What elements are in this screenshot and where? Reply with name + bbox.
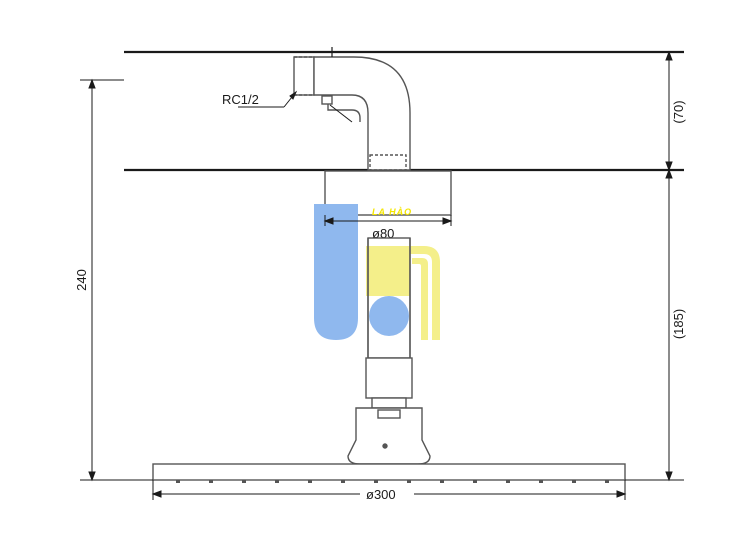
ceiling-gap-label: (70) xyxy=(671,100,686,123)
watermark-logo: LA HÀO xyxy=(314,204,440,340)
ceiling-flange xyxy=(324,170,452,216)
arm-drop-label: (185) xyxy=(671,309,686,339)
flange-diameter-label: ø80 xyxy=(372,226,394,241)
head-label-backdrop xyxy=(360,486,414,502)
nozzle xyxy=(209,480,213,483)
shower-nozzles xyxy=(176,480,609,483)
nozzle xyxy=(341,480,345,483)
nozzle xyxy=(539,480,543,483)
nozzle xyxy=(176,480,180,483)
nozzle xyxy=(506,480,510,483)
overall-height-label: 240 xyxy=(74,269,89,291)
shower-head-plate xyxy=(152,463,626,481)
thread-label: RC1/2 xyxy=(222,92,259,107)
nozzle xyxy=(242,480,246,483)
right-dimension-lines xyxy=(625,50,684,482)
nozzle xyxy=(572,480,576,483)
flange-dimension-line xyxy=(323,215,453,226)
thread-leader xyxy=(238,90,353,123)
elbow-pipe xyxy=(293,47,411,171)
shower-arm xyxy=(365,237,413,409)
nozzle xyxy=(374,480,378,483)
nozzle xyxy=(407,480,411,483)
watermark-text: LA HÀO xyxy=(372,207,412,217)
nozzle xyxy=(473,480,477,483)
nozzle xyxy=(440,480,444,483)
shower-head-connector xyxy=(347,407,431,465)
nozzle xyxy=(605,480,609,483)
nozzle xyxy=(275,480,279,483)
head-diameter-label: ø300 xyxy=(366,487,396,502)
nozzle xyxy=(308,480,312,483)
overall-height-dimension xyxy=(80,78,153,482)
